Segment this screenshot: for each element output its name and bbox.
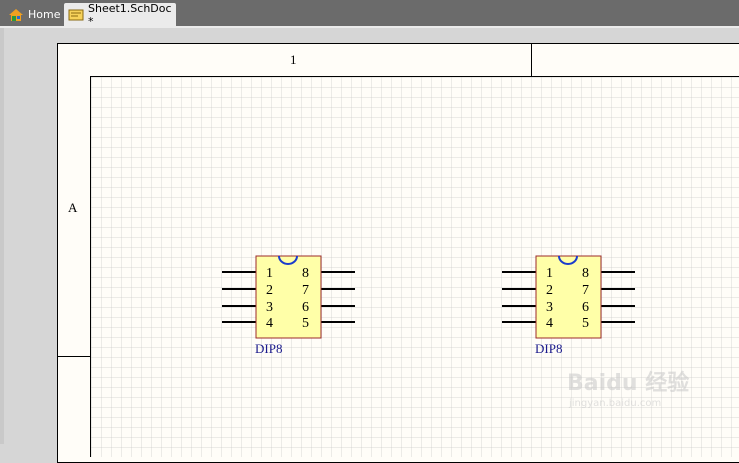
- pin-number: 5: [582, 316, 589, 331]
- schematic-canvas: 1 2 3 4 8 7 6 5 DIP8 1 2 3 4 8 7 6 5 DI: [222, 255, 635, 356]
- left-pin-lines: [502, 271, 536, 323]
- component-designator[interactable]: DIP8: [535, 341, 562, 356]
- component-dip8-2[interactable]: 1 2 3 4 8 7 6 5 DIP8: [502, 255, 635, 356]
- left-pin-lines: [222, 271, 256, 323]
- pin-number: 4: [266, 316, 273, 331]
- tab-home[interactable]: Home: [4, 3, 62, 26]
- baidu-watermark: Baidu 经验 jingyan.baidu.com: [565, 360, 715, 410]
- right-pin-lines: [601, 271, 635, 323]
- watermark-brand: Baidu 经验: [567, 370, 689, 396]
- pin-number: 6: [302, 300, 309, 315]
- pin-number: 6: [582, 300, 589, 315]
- pin1-notch: [558, 255, 578, 265]
- component-body: [255, 255, 322, 339]
- watermark-url: jingyan.baidu.com: [568, 398, 661, 409]
- zone-row-label: A: [68, 200, 78, 215]
- pin-number: 1: [546, 266, 553, 281]
- pin-number: 3: [546, 300, 553, 315]
- tab-home-label: Home: [28, 8, 61, 21]
- zone-divider-column: [531, 43, 532, 76]
- pin-number: 7: [302, 283, 309, 298]
- tab-sheet1[interactable]: Sheet1.SchDoc *: [64, 1, 176, 28]
- pin-number: 3: [266, 300, 273, 315]
- pin-number: 8: [302, 266, 309, 281]
- component-dip8-1[interactable]: 1 2 3 4 8 7 6 5 DIP8: [222, 255, 355, 356]
- pin-number: 5: [302, 316, 309, 331]
- pin-number: 2: [266, 283, 273, 298]
- tab-sheet1-label: Sheet1.SchDoc *: [88, 1, 172, 28]
- tab-strip: [0, 26, 739, 28]
- panel-splitter[interactable]: [0, 28, 4, 444]
- schematic-doc-icon: [68, 8, 84, 22]
- pin-number: 7: [582, 283, 589, 298]
- zone-divider-row: [57, 356, 91, 357]
- document-tab-bar: Home Sheet1.SchDoc *: [0, 0, 739, 28]
- sheet-drawing-area[interactable]: [90, 76, 739, 457]
- pin-number: 1: [266, 266, 273, 281]
- component-body: [535, 255, 602, 339]
- pin-number: 2: [546, 283, 553, 298]
- zone-column-label: 1: [290, 52, 297, 67]
- right-pin-lines: [321, 271, 355, 323]
- pin-number: 8: [582, 266, 589, 281]
- component-designator[interactable]: DIP8: [255, 341, 282, 356]
- pin1-notch: [278, 255, 298, 265]
- pin-number: 4: [546, 316, 553, 331]
- home-icon: [8, 8, 24, 22]
